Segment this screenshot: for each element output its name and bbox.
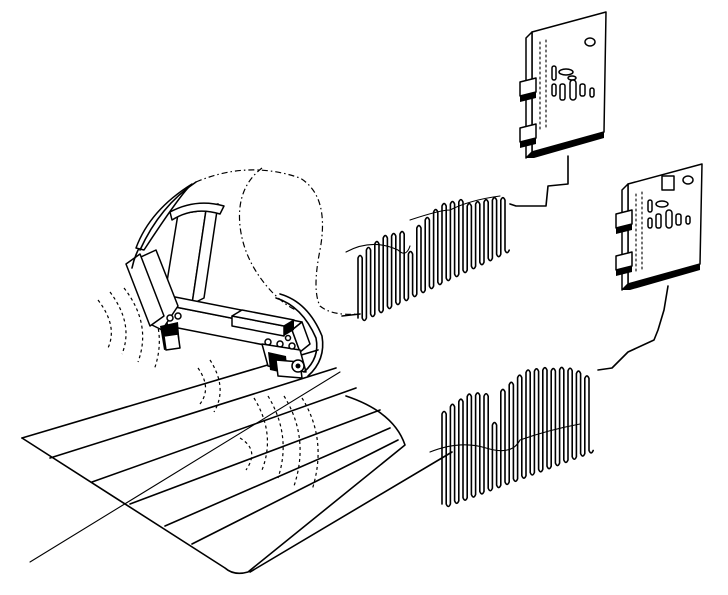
board-upper-connector-pins: [539, 39, 547, 133]
circuit-board-lower: [615, 163, 703, 291]
board-lower-connector-pins: [635, 191, 643, 273]
sensor-bar: [159, 202, 311, 353]
left-sensor-head: [125, 227, 181, 351]
circuit-board-upper: [519, 11, 607, 159]
sensor-cable: [135, 167, 359, 377]
right-sensor-waves: [239, 395, 319, 491]
pavement-surface: [21, 349, 453, 575]
right-sensor-head: [261, 342, 307, 379]
signal-waveform-upper: [341, 155, 569, 322]
lane-markings: [49, 367, 399, 545]
signal-waveform-lower: [429, 285, 669, 508]
left-sensor-waves: [97, 285, 221, 413]
